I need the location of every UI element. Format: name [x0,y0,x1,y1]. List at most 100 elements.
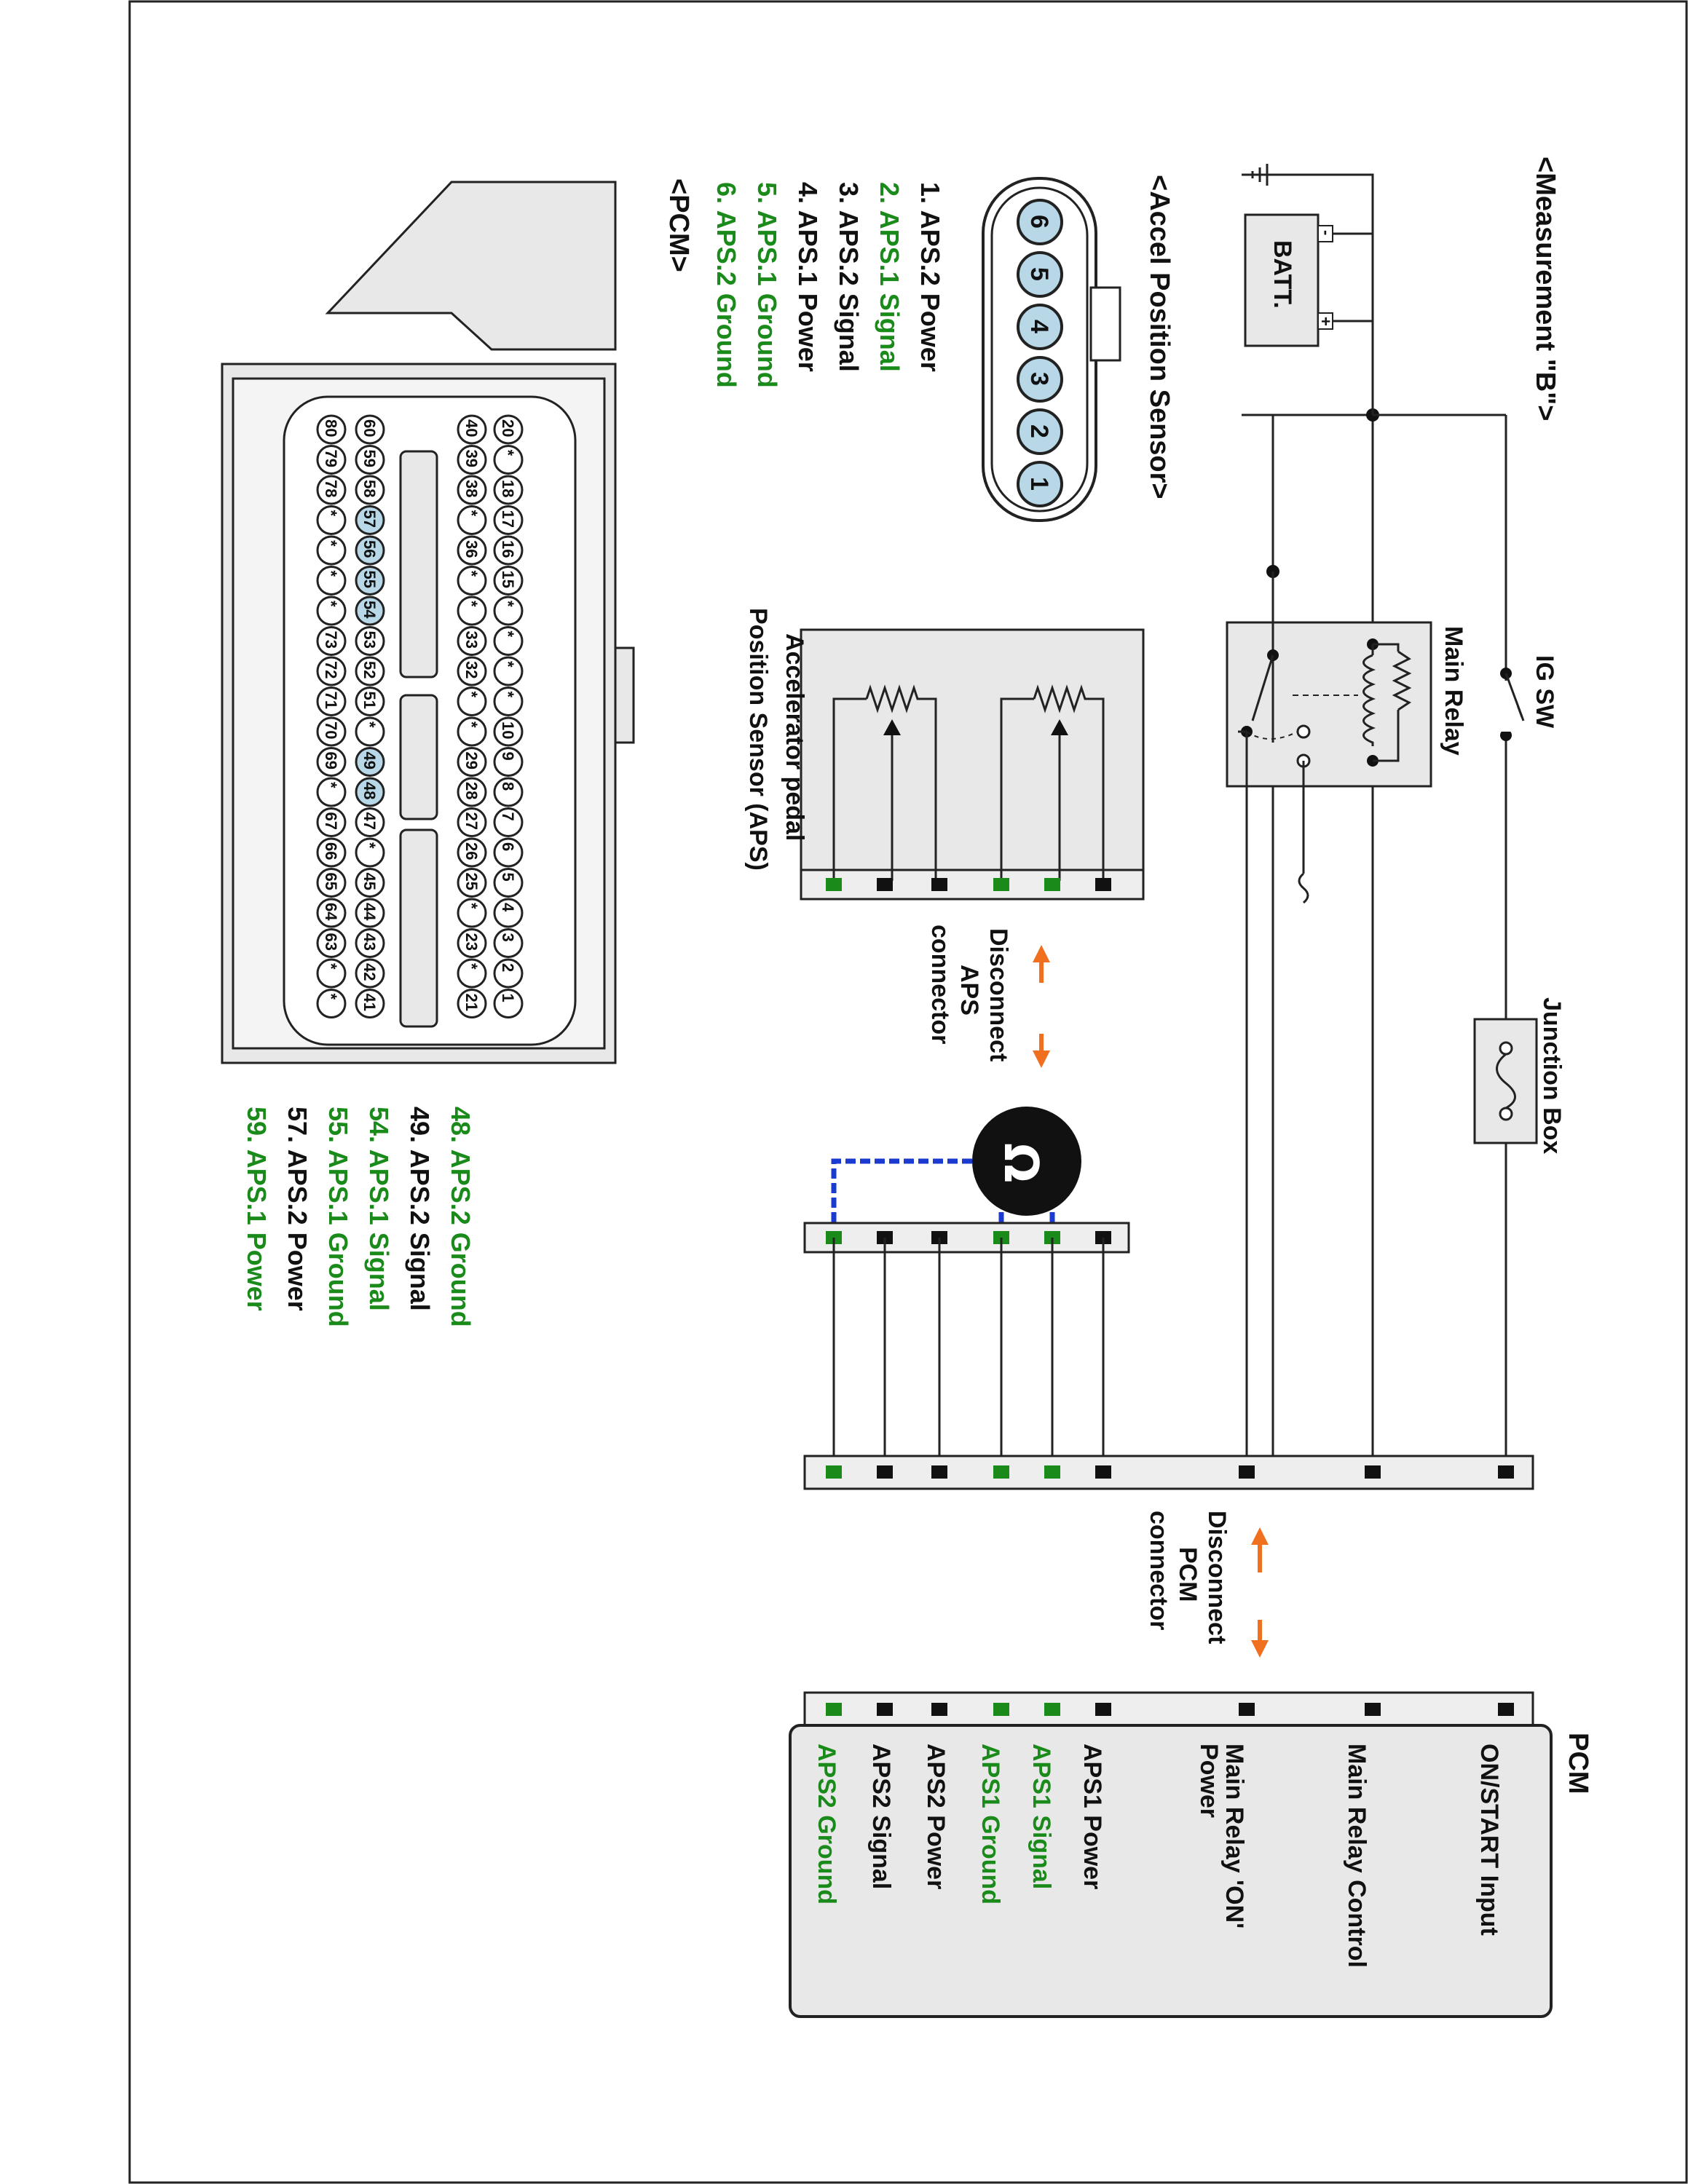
pcm-pin [355,898,385,928]
pcm-pin-list-item: 49. APS.2 Signal [405,1107,435,1311]
pcm-pin-number: 63 [322,933,340,951]
pcm-pin-number: 47 [360,812,379,830]
pcm-pin-number: 56 [360,540,379,558]
pcm-pin [355,958,385,989]
pcm-pin [316,868,347,898]
pcm-pin-number: 57 [360,510,379,528]
pcm-pin [457,716,487,747]
pcm-pin-number: 39 [462,450,481,467]
pcm-pin-number: * [499,601,517,607]
connector-terminal [931,1465,947,1479]
pcm-pin-number: 32 [462,661,481,678]
pcm-pin-number: * [462,903,481,909]
pcm-pin [457,535,487,566]
pcm-pin [355,837,385,868]
pcm-pin-number: 41 [360,994,379,1011]
pcm-pin-number: * [462,692,481,698]
pcm-box-title: PCM [1563,1733,1593,1794]
pcm-pin [316,807,347,837]
pcm-pin [457,687,487,716]
pcm-pin-number: 48 [360,782,379,799]
pcm-pin [316,475,347,505]
pcm-pin-number: * [499,631,517,638]
pcm-pin-number: 49 [360,752,379,769]
pcm-pin [316,958,347,989]
pcm-pin [493,687,524,716]
pcm-pin-number: 3 [499,933,517,942]
pcm-pin [493,747,524,777]
pcm-pin [457,807,487,837]
connector-terminal [826,1703,842,1716]
pcm-pin-number: 71 [322,692,340,709]
aps-sensor-text-2: Position Sensor (APS) [744,608,772,871]
aps-pin-list-item: 5. APS.1 Ground [752,182,782,388]
aps-pin-list-item: 2. APS.1 Signal [875,182,904,372]
aps-pin-number: 3 [1025,372,1053,386]
disconnect-pcm-b: PCM [1174,1547,1202,1602]
pcm-pin-number: 72 [322,661,340,678]
pcm-pin-number: 29 [462,752,481,769]
battery-minus-text: - [1317,230,1336,235]
pcm-pin [493,414,524,445]
pcm-pin-number: 2 [499,963,517,972]
pcm-pin-number: 60 [360,419,379,437]
pcm-pin-number: 1 [499,994,517,1002]
pcm-pin [493,898,524,928]
disconnect-aps-b: APS [955,965,983,1016]
pcm-pin [316,505,347,535]
pcm-pin-number: * [322,601,340,607]
aps-pin-list-item: 4. APS.1 Power [793,182,823,372]
aps-pin [1017,408,1063,455]
pcm-pin [355,687,385,716]
pcm-pin-list-item: 57. APS.2 Power [283,1107,312,1311]
pcm-pin-number: 20 [499,419,517,437]
pcm-pin [493,807,524,837]
pcm-pin-number: 66 [322,842,340,860]
pcm-pin-number: 52 [360,661,379,678]
pcm-pin-number: * [322,571,340,577]
pcm-pin [493,656,524,687]
battery-plus-text: + [1317,317,1335,326]
pcm-pin [316,747,347,777]
pcm-pin-number: 42 [360,963,379,981]
pcm-pin-number: 15 [499,571,517,588]
pcm-pin [355,928,385,958]
pcm-pin [457,989,487,1018]
pcm-pin [355,656,385,687]
pcm-pin [316,687,347,716]
aps-sensor-terminals [826,878,1111,891]
disconnect-aps-a: Disconnect [985,928,1012,1061]
pcm-pin [316,777,347,807]
pcm-pin [316,535,347,566]
pcm-pin [316,414,347,445]
pcm-pin [493,928,524,958]
pcm-terminal-label: APS1 Ground [977,1744,1004,1904]
pcm-pin-number: * [462,963,481,970]
pcm-pin [457,475,487,505]
pcm-pin [457,747,487,777]
pcm-pin-number: 79 [322,450,340,467]
connector-terminal [1044,1703,1060,1716]
pcm-pin-number: 64 [322,903,340,921]
connector-terminal [1365,1465,1381,1479]
pcm-pin-number: 7 [499,812,517,821]
pcm-pin [457,928,487,958]
pcm-pin-number: * [360,721,379,728]
disconnect-pcm-a: Disconnect [1203,1511,1231,1644]
connector-terminal [993,1703,1009,1716]
connector-terminal [993,878,1009,891]
pcm-connector-face: 20*18171615****10987654321403938*36**333… [221,181,635,1064]
pcm-pin-number: 43 [360,933,379,951]
battery-text: BATT. [1269,240,1296,309]
aps-pin-list-item: 3. APS.2 Signal [834,182,864,372]
pcm-pin [355,505,385,535]
connector-terminal [1095,1703,1111,1716]
pcm-pin-number: 78 [322,480,340,497]
pcm-pin [355,445,385,475]
pcm-pin-number: 27 [462,812,481,830]
pcm-pin-number: 5 [499,873,517,882]
pcm-pin [355,868,385,898]
